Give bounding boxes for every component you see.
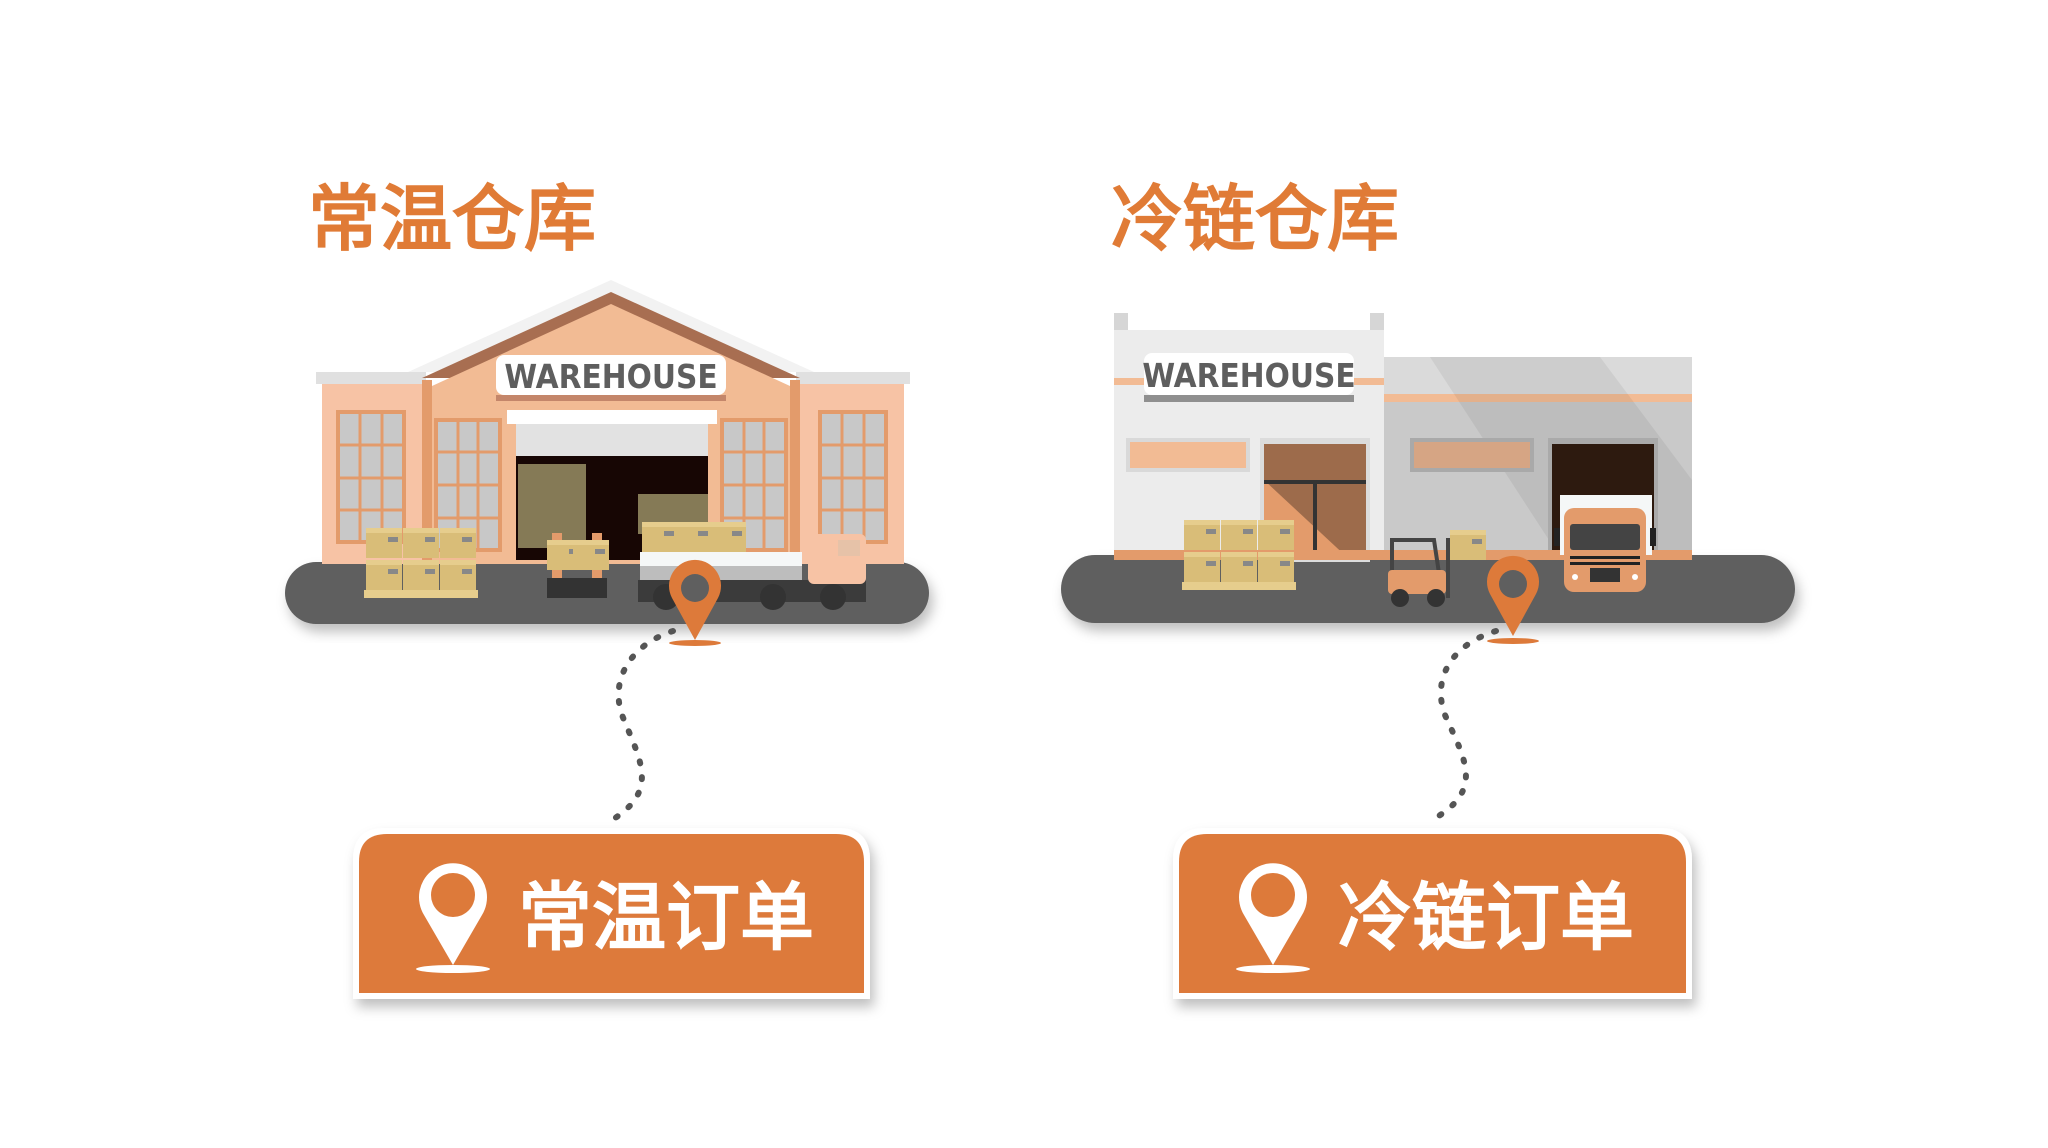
pallet-boxes: [1182, 520, 1296, 590]
ambient-warehouse-title: 常温仓库: [308, 177, 596, 261]
map-pin-icon: [669, 559, 722, 646]
cold-chain-order-button[interactable]: [1173, 828, 1692, 999]
ambient-order-button[interactable]: [353, 828, 870, 999]
map-pin-icon: [1487, 555, 1540, 644]
route-dotted-line: [1429, 628, 1499, 823]
pallet-boxes: [364, 528, 478, 598]
cold-chain-order-label: 冷链订单: [1338, 875, 1634, 961]
cold-chain-warehouse-illustration: WAREHOUSE: [1061, 313, 1795, 644]
hand-truck: [547, 533, 609, 598]
map-pin-icon: [416, 863, 490, 973]
forklift: [1388, 530, 1486, 607]
ambient-order-label: 常温订单: [518, 875, 814, 961]
route-dotted-line: [609, 628, 676, 823]
cold-chain-warehouse-title: 冷链仓库: [1111, 177, 1399, 261]
truck: [1554, 495, 1656, 592]
map-pin-icon: [1236, 863, 1310, 973]
cold-chain-warehouse-sign: WAREHOUSE: [1142, 356, 1355, 395]
ambient-warehouse-illustration: WAREHOUSE: [285, 280, 929, 646]
ambient-warehouse-sign: WAREHOUSE: [504, 357, 717, 396]
